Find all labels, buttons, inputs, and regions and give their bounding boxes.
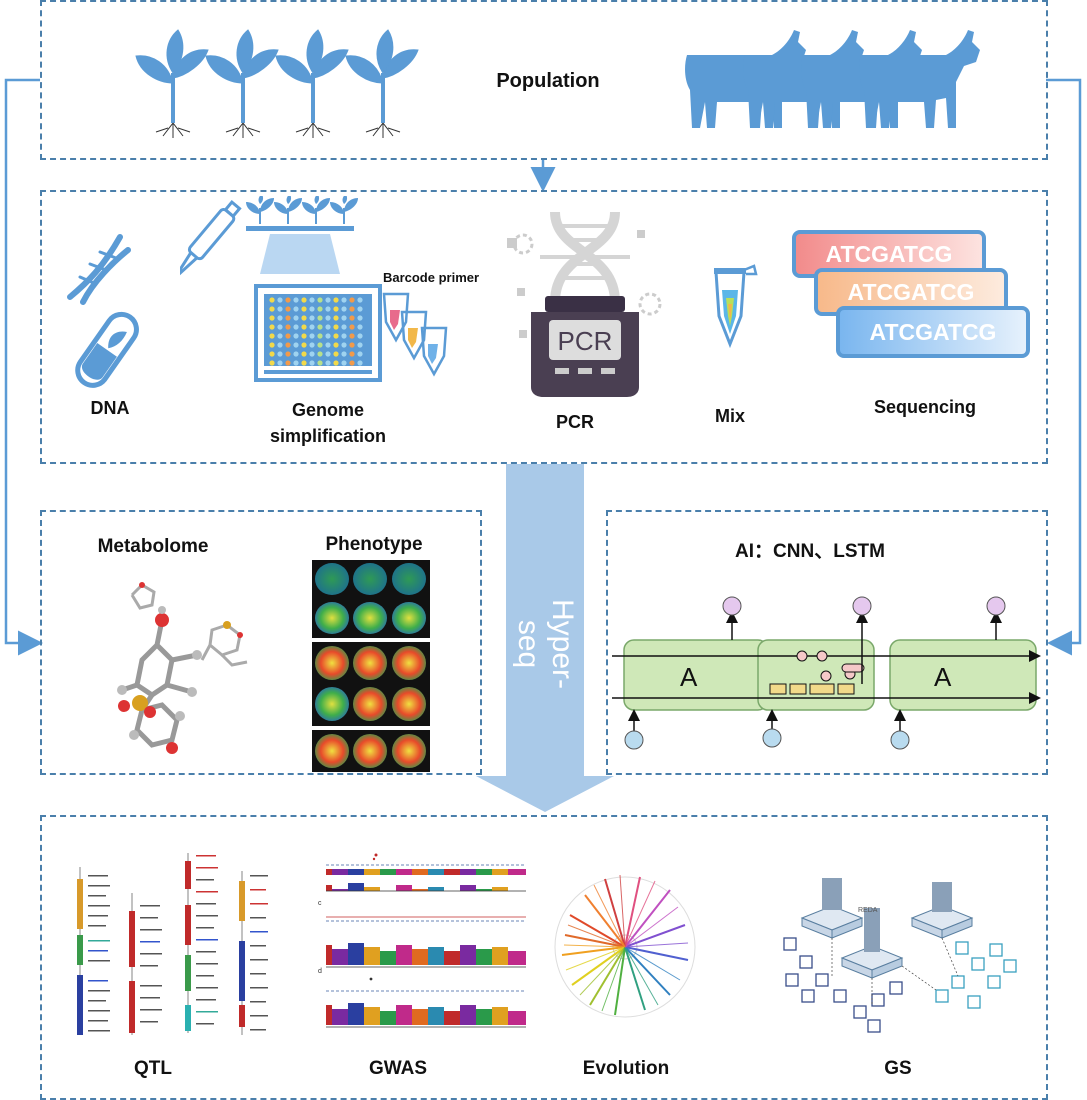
population-box — [40, 0, 1048, 160]
sequence-card-2-text: ATCGATCG — [847, 279, 975, 305]
genome-label-line1: Genome — [291, 400, 365, 420]
gs-tag: REDA — [858, 907, 878, 914]
dna-label: DNA — [90, 398, 130, 418]
ai-box — [606, 510, 1048, 775]
barcode-tubes-icon — [382, 292, 448, 377]
qtl-linkage-map — [77, 853, 268, 1035]
gs-label: GS — [884, 1058, 912, 1079]
sequence-card-3: ATCGATCG — [836, 306, 1030, 358]
pcr-machine-icon: PCR — [507, 212, 662, 397]
lstm-diagram: A A — [612, 596, 1041, 750]
sequencing-label: Sequencing — [873, 397, 976, 417]
evolution-label: Evolution — [582, 1058, 670, 1079]
ai-title: AI：CNN、LSTM — [735, 541, 885, 562]
population-label: Population — [496, 70, 600, 92]
applications-box — [40, 815, 1048, 1100]
pcr-label: PCR — [555, 412, 594, 432]
hyper-seq-label: Hyper-seq — [512, 598, 579, 689]
molecule-structure — [117, 582, 248, 754]
barcode-primer-label: Barcode primer — [382, 270, 480, 285]
lstm-cell-letter-right: A — [934, 662, 952, 692]
lstm-cell-letter-left: A — [680, 662, 698, 692]
cattle-icon — [685, 30, 980, 128]
gs-network-graphic: REDA — [783, 878, 1017, 1033]
dna-icon — [67, 234, 139, 388]
sequence-card-1-text: ATCGATCG — [825, 241, 953, 267]
gwas-label: GWAS — [368, 1058, 428, 1079]
omics-box — [40, 510, 482, 775]
qtl-label: QTL — [134, 1058, 172, 1079]
sequence-card-3-text: ATCGATCG — [869, 319, 997, 345]
mix-tube-icon — [714, 264, 758, 349]
genome-label-line2: simplification — [269, 426, 386, 446]
genome-simplification-icon — [180, 196, 382, 382]
plants-icon — [135, 28, 420, 140]
hyper-seq-arrow — [476, 464, 614, 812]
mix-label: Mix — [714, 406, 745, 426]
phenotype-label: Phenotype — [325, 534, 423, 555]
gwas-manhattan-plots: c d — [318, 853, 526, 1028]
metabolome-label: Metabolome — [97, 536, 209, 557]
preparation-box — [40, 190, 1048, 464]
gwas-panel-letter-d: d — [318, 968, 322, 975]
gwas-panel-letter-c: c — [318, 900, 322, 907]
phenotype-leaf-images — [312, 560, 430, 772]
pcr-machine-text: PCR — [558, 326, 613, 356]
evolution-tree — [554, 874, 696, 1018]
